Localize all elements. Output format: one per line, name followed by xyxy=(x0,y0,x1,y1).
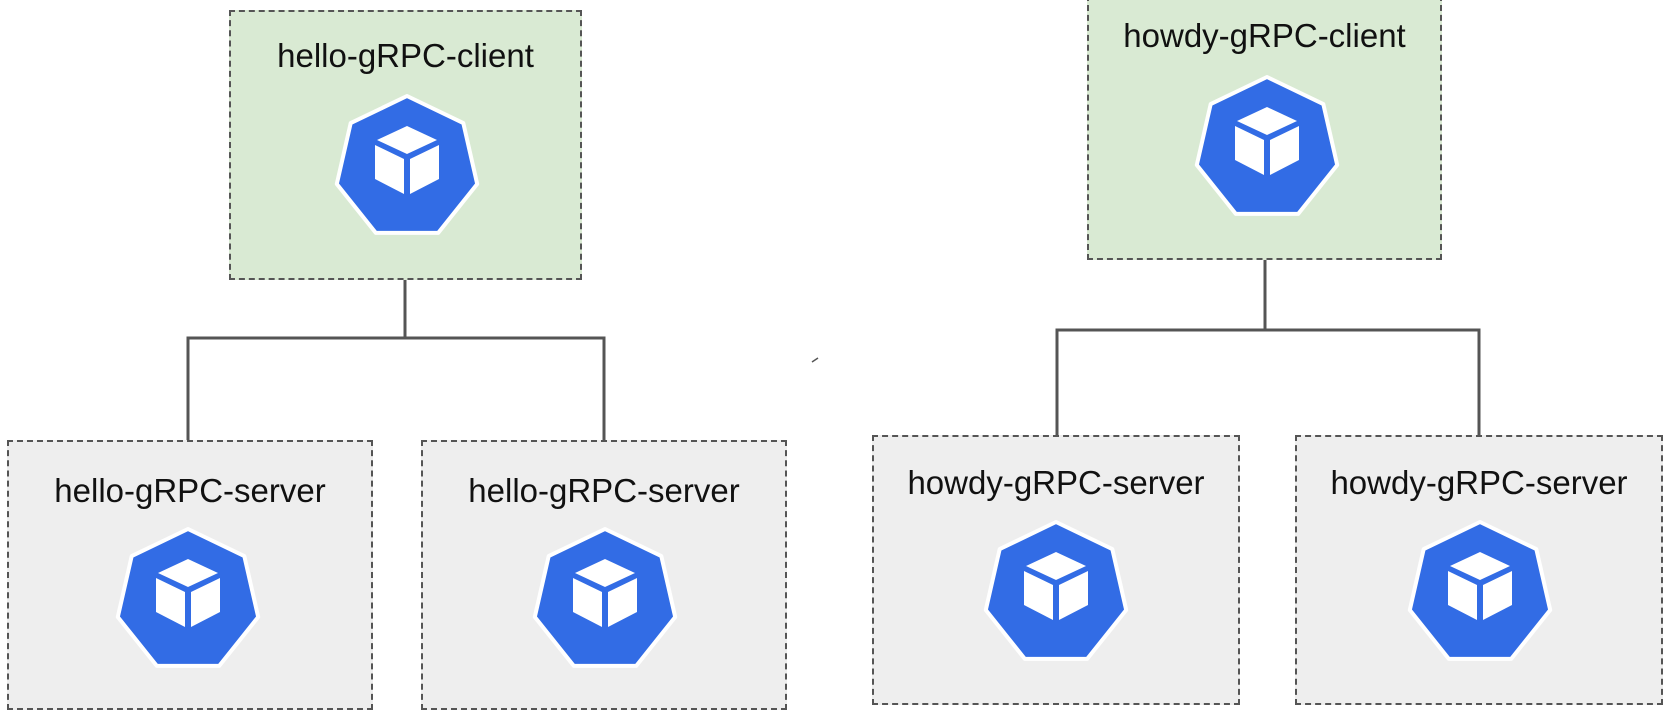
hello-server-label: hello-gRPC-server xyxy=(54,472,326,509)
howdy-server-box: howdy-gRPC-server xyxy=(872,435,1240,705)
kubernetes-pod-icon xyxy=(1407,520,1553,661)
hello-client-label: hello-gRPC-client xyxy=(277,37,534,74)
howdy-client-label: howdy-gRPC-client xyxy=(1123,17,1406,54)
howdy-server-box: howdy-gRPC-server xyxy=(1295,435,1663,705)
hello-server-label: hello-gRPC-server xyxy=(468,472,740,509)
hello-server-box: hello-gRPC-server xyxy=(421,440,787,710)
hello-client-box: hello-gRPC-client xyxy=(229,10,582,280)
howdy-client-box: howdy-gRPC-client xyxy=(1087,0,1442,260)
hello-server-box: hello-gRPC-server xyxy=(7,440,373,710)
stray-mark xyxy=(811,357,819,363)
kubernetes-pod-icon xyxy=(115,527,261,668)
kubernetes-pod-icon xyxy=(1194,75,1340,216)
howdy-server-label: howdy-gRPC-server xyxy=(1330,464,1628,501)
kubernetes-pod-icon xyxy=(334,94,480,235)
howdy-server-label: howdy-gRPC-server xyxy=(907,464,1205,501)
kubernetes-pod-icon xyxy=(983,520,1129,661)
kubernetes-pod-icon xyxy=(532,527,678,668)
